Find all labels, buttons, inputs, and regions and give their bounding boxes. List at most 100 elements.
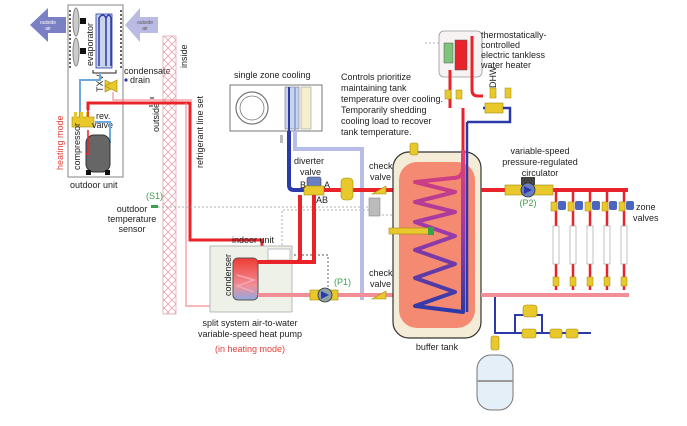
tankless-label-1: thermostatically- xyxy=(481,30,547,40)
wall-hatch xyxy=(162,35,177,315)
zone-valves-label-2: valves xyxy=(633,213,659,223)
diverter-port-a: A xyxy=(324,180,330,190)
zone-valve-actuator-icon xyxy=(592,201,600,210)
tankless-label-3: electric tankless xyxy=(481,50,546,60)
check-valve-icon xyxy=(370,290,387,300)
rev-valve-label-1: rev. xyxy=(96,111,110,121)
compressor-label: compressor xyxy=(72,123,82,170)
refrigerant-line-set-label: refrigerant line set xyxy=(195,95,205,168)
zone-branch xyxy=(550,190,566,290)
circulator-label-2: pressure-regulated xyxy=(502,157,578,167)
condenser-icon xyxy=(232,257,259,301)
outdoor-unit-label: outdoor unit xyxy=(70,180,118,190)
sensor-label-3: sensor xyxy=(118,224,145,234)
txv-label: TXV xyxy=(95,74,105,92)
zone-valve-actuator-icon xyxy=(609,201,617,210)
chilled-return-pipe xyxy=(293,131,364,300)
cold-water-pipe xyxy=(467,106,512,124)
outside-air-out-arrow xyxy=(30,8,66,42)
control-wire-p1 xyxy=(290,254,329,290)
diverter-valve-icon xyxy=(303,185,325,196)
diverter-port-ab: AB xyxy=(316,195,328,205)
diverter-actuator-icon xyxy=(306,176,322,188)
cooling-note-3: temperature over cooling. xyxy=(341,94,443,104)
tankless-label-4: water heater xyxy=(480,60,531,70)
outside-air-in-label-1: outside xyxy=(137,20,153,26)
pump-p1-tag: (P1) xyxy=(334,277,351,287)
fan-blade-icon xyxy=(72,7,80,37)
expansion-tank-icon xyxy=(476,354,514,411)
fan-motor-icon xyxy=(80,18,86,24)
outdoor-sensor-icon xyxy=(151,205,158,208)
zone-valve-actuator-icon xyxy=(626,201,634,210)
cooling-note-6: tank temperature. xyxy=(341,127,412,137)
zone-valve-actuator-icon xyxy=(575,201,583,210)
air-filter xyxy=(300,86,312,130)
rev-valve-label-2: valve xyxy=(92,120,113,130)
cooling-note-1: Controls prioritize xyxy=(341,72,411,82)
indoor-caption-2: variable-speed heat pump xyxy=(198,329,302,339)
sensor-label-1: outdoor xyxy=(117,204,148,214)
diverter-label-2: valve xyxy=(300,167,321,177)
check-valve-upper-label-2: valve xyxy=(370,172,391,182)
chilled-supply-pipe xyxy=(287,131,305,192)
cooling-note-4: Temporarily shedding xyxy=(341,105,427,115)
cooling-coil xyxy=(284,86,300,130)
zone-branch xyxy=(601,190,617,290)
evaporator-coil xyxy=(95,13,113,69)
outside-air-in-label-2: air xyxy=(142,26,148,32)
sensor-tag: (S1) xyxy=(146,191,163,201)
cooling-note-2: maintaining tank xyxy=(341,83,407,93)
sensor-label-2: temperature xyxy=(108,214,157,224)
condensate-label-1: condensate xyxy=(124,66,171,76)
check-valve-upper-label-1: check xyxy=(369,161,393,171)
diverter-port-b: B xyxy=(300,180,306,190)
backflow-preventer-icon xyxy=(549,328,563,339)
cooling-label: single zone cooling xyxy=(234,70,311,80)
zone-branch xyxy=(584,190,600,290)
compressor-icon xyxy=(85,134,111,173)
refrigerant-hot-line xyxy=(86,101,264,258)
control-wire xyxy=(281,209,373,245)
zone-branches xyxy=(550,190,634,290)
fan-grille xyxy=(69,10,122,70)
air-separator-icon xyxy=(340,177,354,201)
indoor-unit-label: indoor unit xyxy=(232,235,275,245)
exterior-wall: inside outside refrigerant line set xyxy=(151,35,205,315)
outside-air-in-arrow xyxy=(125,8,158,42)
outside-air-out-label-2: air xyxy=(45,26,51,32)
circulator-label-1: variable-speed xyxy=(510,146,569,156)
tankless-heater: thermostatically- controlled electric ta… xyxy=(425,30,547,150)
circulator-head xyxy=(521,177,535,185)
controller-icon xyxy=(368,197,381,217)
tank-air-vent-icon xyxy=(409,142,419,156)
pressure-reducing-valve-icon xyxy=(522,304,538,318)
zone-branch xyxy=(567,190,583,290)
heating-element-icon xyxy=(454,39,468,71)
check-valve-lower-label-1: check xyxy=(369,268,393,278)
buffer-tank: buffer tank xyxy=(388,142,482,352)
evaporator-label: evaporator xyxy=(85,23,95,66)
inside-label: inside xyxy=(179,44,189,68)
cooling-note-5: cooling load to recover xyxy=(341,116,432,126)
indoor-mode-caption: (in heating mode) xyxy=(215,344,285,354)
liquid-line xyxy=(79,73,101,120)
mixing-valve-icon xyxy=(484,102,504,114)
circulator-tag: (P2) xyxy=(519,198,536,208)
heating-mode-label: heating mode xyxy=(55,115,65,170)
condensate-drop-icon xyxy=(124,78,128,82)
check-valve-icon xyxy=(370,185,387,195)
condenser-label: condenser xyxy=(223,254,233,296)
air-handler: single zone cooling xyxy=(229,70,323,143)
circulator-label-3: circulator xyxy=(522,168,559,178)
zone-valves-label-1: zone xyxy=(636,202,656,212)
tank-sensor-well xyxy=(388,227,432,235)
dhw-coil xyxy=(413,150,465,314)
outside-air-out-label-1: outside xyxy=(40,20,56,26)
diverter-label-1: diverter xyxy=(294,156,324,166)
zone-valve-body xyxy=(550,201,558,212)
indoor-caption-1: split system air-to-water xyxy=(202,318,297,328)
outside-label: outside xyxy=(151,103,161,132)
zone-valve-actuator-icon xyxy=(558,201,566,210)
